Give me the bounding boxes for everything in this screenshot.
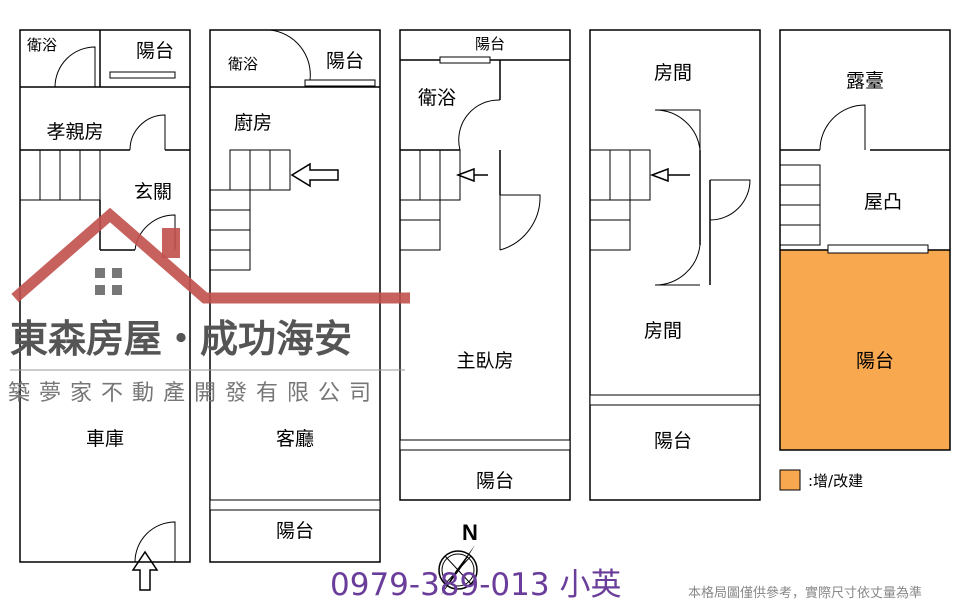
contact-phone: 0979-389-013 小英 xyxy=(330,567,621,603)
company-name: 築夢家不動產開發有限公司 xyxy=(8,381,380,406)
floor-3 xyxy=(399,29,571,501)
room-label: 陽台 xyxy=(475,35,505,53)
addition-area xyxy=(780,250,950,450)
room-label: 孝親房 xyxy=(46,121,103,143)
disclaimer: 本格局圖僅供參考，實際尺寸依丈量為準 xyxy=(688,585,922,601)
room-labels: 衛浴 陽台 孝親房 玄關 車庫 衛浴 陽台 廚房 客廳 陽台 陽台 衛浴 主臥房… xyxy=(27,35,902,542)
room-label: 露臺 xyxy=(846,70,884,92)
room-label: 陽台 xyxy=(856,350,894,372)
watermark: 東森房屋・成功海安 築夢家不動產開發有限公司 xyxy=(8,207,410,406)
room-label: 車庫 xyxy=(86,428,124,450)
legend-swatch xyxy=(779,469,801,491)
room-label: 衛浴 xyxy=(228,55,258,73)
room-label: 客廳 xyxy=(276,428,314,450)
legend-label: :增/改建 xyxy=(808,472,863,490)
floor-1 xyxy=(19,29,191,591)
floor-5 xyxy=(779,29,951,491)
room-label: 陽台 xyxy=(326,50,364,72)
room-label: 玄關 xyxy=(134,181,172,203)
room-label: 衛浴 xyxy=(418,87,456,109)
room-label: 屋凸 xyxy=(864,191,902,213)
room-label: 衛浴 xyxy=(27,36,57,54)
room-label: 廚房 xyxy=(234,111,272,134)
brand-name: 東森房屋・成功海安 xyxy=(10,317,352,361)
floor-4 xyxy=(589,29,761,501)
room-label: 陽台 xyxy=(654,430,692,452)
room-label: 房間 xyxy=(644,320,682,342)
compass-icon: N xyxy=(438,520,478,595)
north-label: N xyxy=(462,520,478,545)
room-label: 主臥房 xyxy=(456,350,513,372)
room-label: 陽台 xyxy=(276,520,314,542)
room-label: 房間 xyxy=(654,62,692,84)
room-label: 陽台 xyxy=(476,470,514,492)
room-label: 陽台 xyxy=(136,40,174,62)
